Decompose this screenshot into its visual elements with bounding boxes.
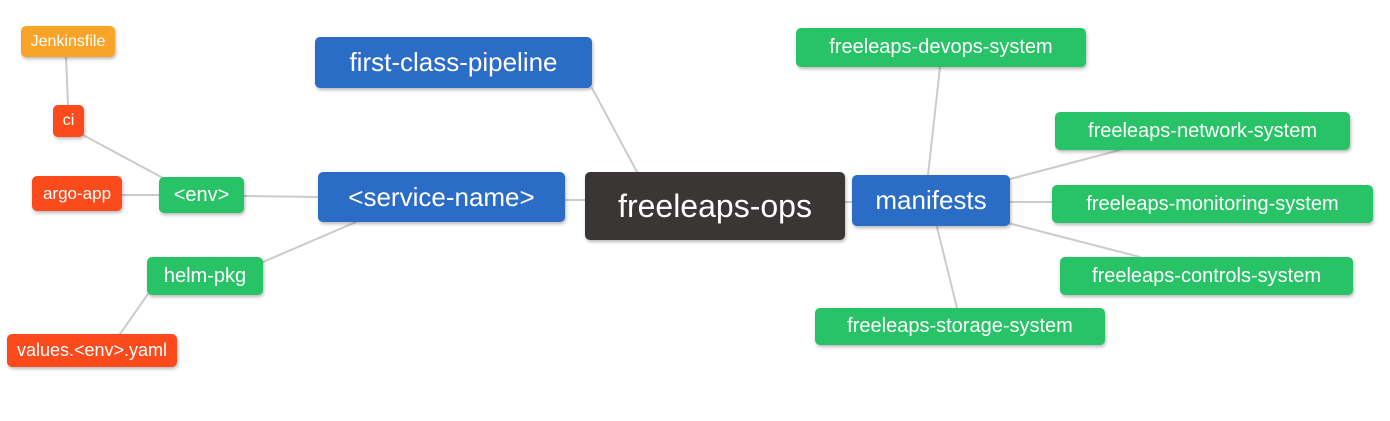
node-service-name[interactable]: <service-name> (318, 172, 565, 222)
node-argo-app[interactable]: argo-app (32, 176, 122, 211)
node-values-env-yaml[interactable]: values.<env>.yaml (7, 334, 177, 367)
edge-jenkinsfile-to-ci (65, 56, 69, 106)
node-first-class-pipeline[interactable]: first-class-pipeline (315, 37, 592, 88)
edge-manifests-to-freeleaps-devops-system (927, 66, 941, 176)
node-env[interactable]: <env> (159, 177, 244, 213)
node-freeleaps-monitoring-system[interactable]: freeleaps-monitoring-system (1052, 185, 1373, 223)
edge-env-to-service-name (243, 195, 319, 198)
edge-manifests-to-freeleaps-controls-system (1007, 222, 1141, 258)
edge-helm-pkg-to-service-name (262, 221, 357, 263)
edge-values-env-yaml-to-helm-pkg (119, 293, 149, 335)
node-jenkinsfile[interactable]: Jenkinsfile (21, 26, 115, 57)
edge-manifests-to-freeleaps-network-system (1009, 149, 1121, 180)
edge-manifests-to-freeleaps-storage-system (936, 226, 958, 309)
node-freeleaps-storage-system[interactable]: freeleaps-storage-system (815, 308, 1105, 345)
node-freeleaps-network-system[interactable]: freeleaps-network-system (1055, 112, 1350, 150)
node-freeleaps-devops-system[interactable]: freeleaps-devops-system (796, 28, 1086, 67)
node-manifests[interactable]: manifests (852, 175, 1010, 226)
node-freeleaps-controls-system[interactable]: freeleaps-controls-system (1060, 257, 1353, 295)
edge-ci-to-env (82, 134, 164, 179)
node-freeleaps-ops[interactable]: freeleaps-ops (585, 172, 845, 240)
edge-first-class-pipeline-to-freeleaps-ops (591, 87, 638, 173)
node-ci[interactable]: ci (53, 105, 84, 137)
node-helm-pkg[interactable]: helm-pkg (147, 257, 263, 295)
